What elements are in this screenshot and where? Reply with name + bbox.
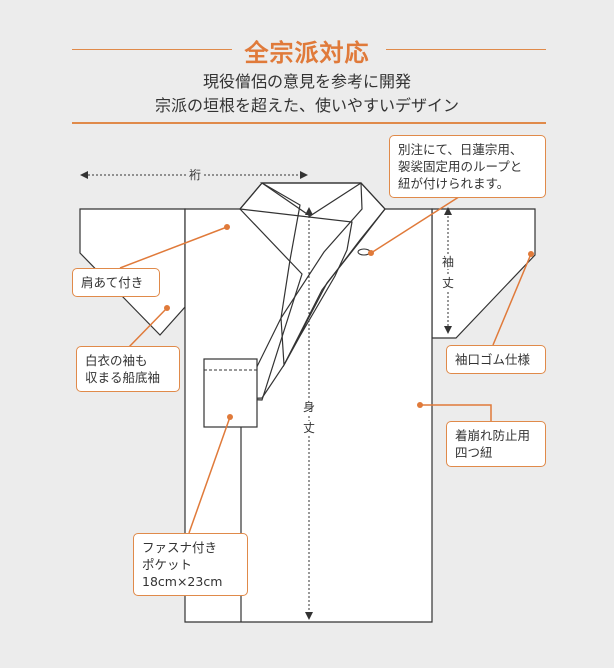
callout-loop: 別注にて、日蓮宗用、 袈裟固定用のループと 紐が付けられます。	[389, 135, 546, 198]
tagline-line-2: 宗派の垣根を超えた、使いやすいデザイン	[154, 96, 459, 115]
callout-pocket: ファスナ付き ポケット 18cm×23cm	[133, 533, 248, 596]
sleeve-height-label-1: 袖	[442, 255, 455, 269]
leader-shoulder	[119, 226, 228, 269]
tagline-line-1: 現役僧侶の意見を参考に開発	[202, 72, 411, 91]
collar-right-edge	[283, 208, 386, 366]
leader-funazoko	[127, 307, 168, 349]
callout-funazoko: 白衣の袖も 収まる船底袖	[76, 346, 180, 392]
leader-ties	[420, 404, 492, 421]
front-lapel	[239, 208, 303, 622]
leader-pocket	[188, 416, 231, 534]
right-sleeve	[431, 208, 536, 339]
collar-inner	[261, 182, 362, 217]
callout-shoulder: 肩あて付き	[72, 268, 160, 297]
body-length-label-1: 身	[303, 400, 316, 414]
leader-sleeve-cuff	[492, 253, 532, 346]
body-length-label-2: 丈	[303, 421, 316, 435]
callout-sleeve-cuff: 袖口ゴム仕様	[446, 345, 546, 374]
page-title: 全宗派対応	[244, 38, 370, 67]
header-rule-left	[72, 49, 232, 50]
yuki-label: 裄	[187, 168, 204, 182]
leader-loop	[370, 192, 466, 254]
header-rule-right	[386, 49, 546, 50]
header-divider	[72, 122, 546, 124]
sleeve-height-label-2: 丈	[442, 276, 455, 290]
callout-ties: 着崩れ防止用 四つ紐	[446, 421, 546, 467]
